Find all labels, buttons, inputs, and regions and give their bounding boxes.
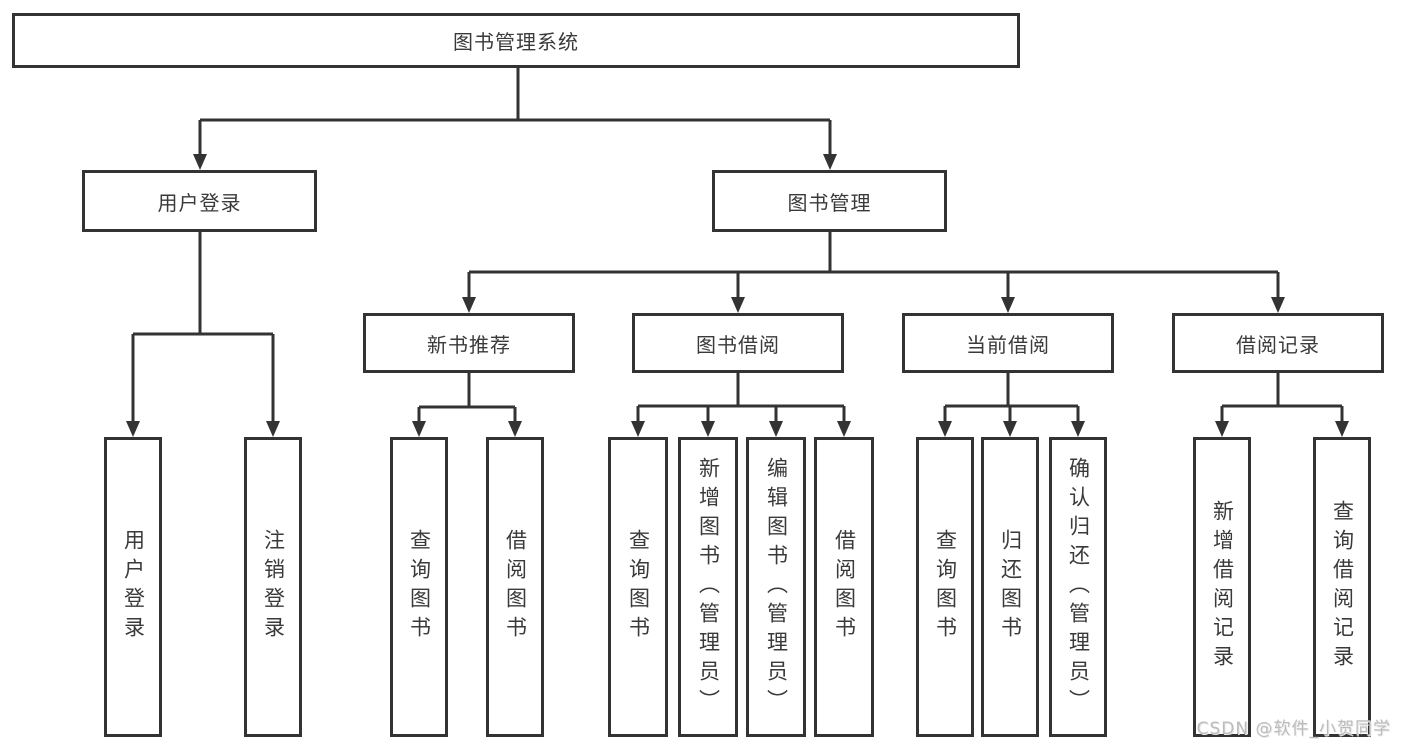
leaf-borrow-books: 借阅图书 xyxy=(814,437,874,737)
node-user-login: 用户登录 xyxy=(82,170,317,232)
leaf-edit-books-admin: 编辑图书（管理员） xyxy=(746,437,806,737)
node-library-management-system: 图书管理系统 xyxy=(12,13,1020,68)
leaf-query-books: 查询图书 xyxy=(390,437,448,737)
node-new-book-recommendation: 新书推荐 xyxy=(363,313,575,373)
leaf-borrow-books: 借阅图书 xyxy=(486,437,544,737)
node-borrowing-records: 借阅记录 xyxy=(1172,313,1384,373)
leaf-add-books-admin: 新增图书（管理员） xyxy=(678,437,738,737)
node-book-borrowing: 图书借阅 xyxy=(632,313,844,373)
leaf-return-books: 归还图书 xyxy=(981,437,1039,737)
leaf-query-books: 查询图书 xyxy=(916,437,974,737)
leaf-confirm-return-admin: 确认归还（管理员） xyxy=(1049,437,1107,737)
csdn-watermark: CSDN @软件_小贺同学 xyxy=(1196,719,1391,739)
node-book-management: 图书管理 xyxy=(712,170,947,232)
leaf-query-books: 查询图书 xyxy=(608,437,668,737)
connector-lines xyxy=(131,68,1344,423)
leaf-user-login: 用户登录 xyxy=(104,437,162,737)
leaf-logout: 注销登录 xyxy=(244,437,302,737)
leaf-query-borrow-record: 查询借阅记录 xyxy=(1313,437,1371,737)
node-current-borrowing: 当前借阅 xyxy=(902,313,1114,373)
leaf-add-borrow-record: 新增借阅记录 xyxy=(1193,437,1251,737)
